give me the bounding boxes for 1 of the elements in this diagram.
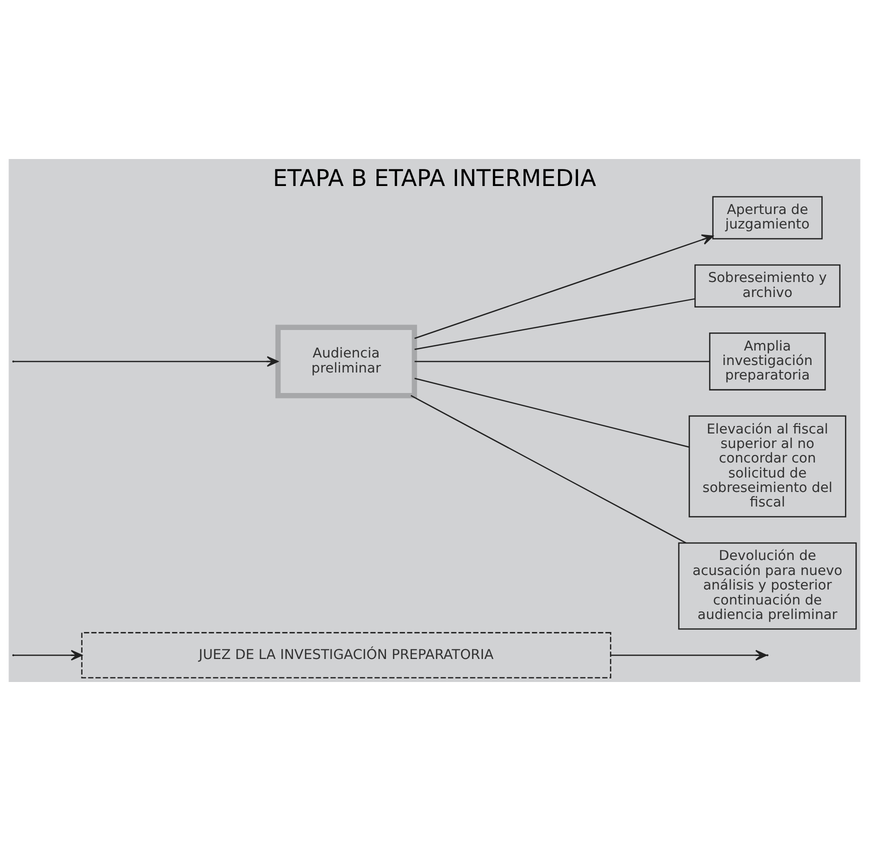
diagram-title: ETAPA B ETAPA INTERMEDIA: [272, 166, 596, 192]
